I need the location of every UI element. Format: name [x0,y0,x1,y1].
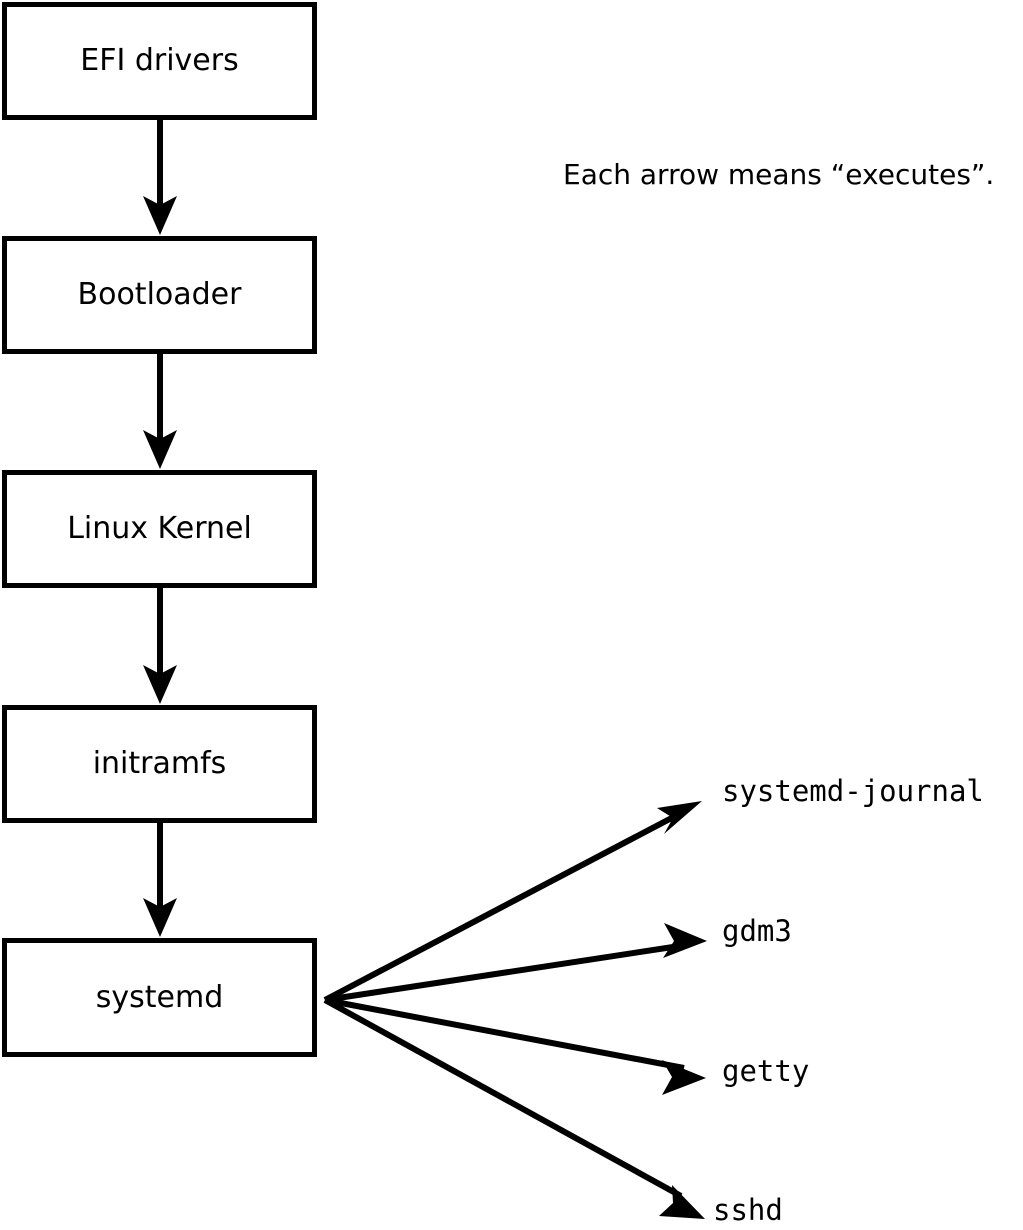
arrow-systemd-to-gdm3 [324,923,707,1003]
node-label-initramfs: initramfs [92,746,227,781]
node-label-systemd: systemd [95,979,224,1015]
leaf-label-systemd-journal: systemd-journal [722,774,984,808]
node-box-efi-drivers: EFI drivers [2,2,317,120]
diagram-caption: Each arrow means “executes”. [563,158,995,191]
node-label-efi-drivers: EFI drivers [80,43,239,78]
arrow-systemd-to-getty [324,997,706,1095]
arrow-systemd-to-systemd-journal [323,801,702,1003]
leaf-label-sshd: sshd [713,1193,783,1227]
leaf-label-getty: getty [722,1054,810,1088]
node-box-bootloader: Bootloader [2,236,317,354]
node-box-systemd: systemd [2,938,317,1057]
node-label-linux-kernel: Linux Kernel [67,511,252,546]
node-box-linux-kernel: Linux Kernel [2,470,317,588]
leaf-label-gdm3: gdm3 [722,914,792,948]
node-label-bootloader: Bootloader [77,277,242,312]
arrow-efi-to-bootloader [143,120,177,235]
arrow-kernel-to-initramfs [143,588,177,704]
arrow-initramfs-to-systemd [143,823,177,937]
arrow-bootloader-to-kernel [143,354,177,469]
arrow-systemd-to-sshd [323,997,705,1219]
node-box-initramfs: initramfs [2,705,317,823]
